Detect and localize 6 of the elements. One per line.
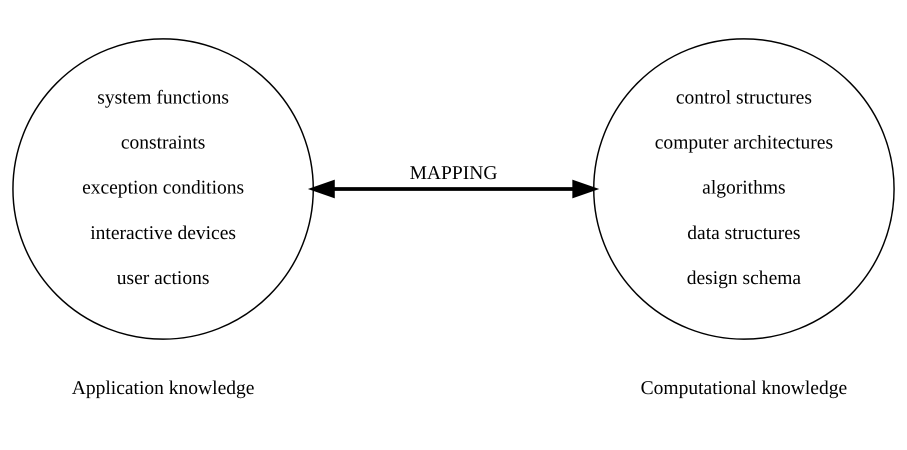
node-label: Computational knowledge — [640, 378, 848, 399]
node-circle: control structures computer architectures algorithms data structures design schema — [593, 38, 895, 340]
node-label: Application knowledge — [72, 378, 254, 399]
arrow — [308, 180, 600, 198]
node-circle: system functions constraints exception conditions interactive devices user actions — [12, 38, 314, 340]
edge-label: MAPPING — [410, 162, 498, 184]
